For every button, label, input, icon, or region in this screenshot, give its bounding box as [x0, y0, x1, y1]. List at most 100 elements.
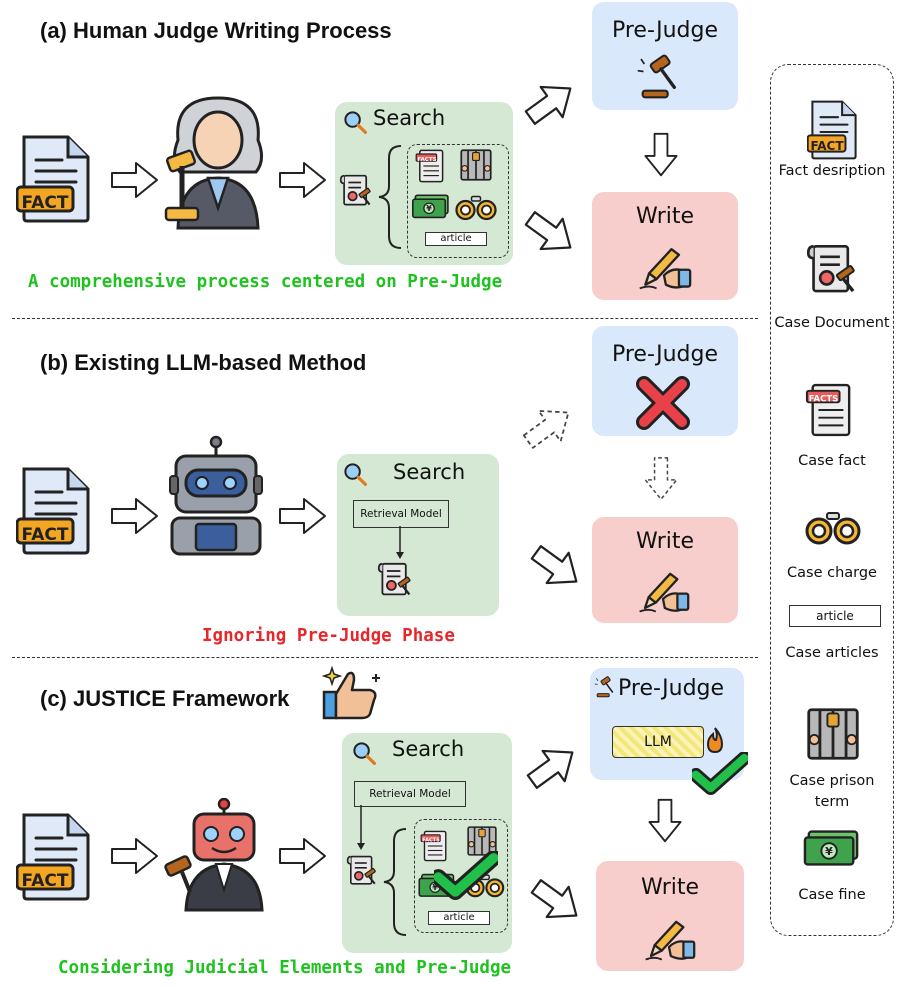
search-box-c: Search Retrieval Model FACTS ¥ article — [342, 733, 512, 953]
case-document-icon — [346, 855, 377, 885]
flow-arrow-up-icon — [519, 736, 586, 799]
handcuffs-icon — [455, 195, 497, 221]
section-a-heading: (a) Human Judge Writing Process — [40, 18, 392, 43]
section-b-caption: Ignoring Pre-Judge Phase — [202, 626, 455, 646]
prejudge-box-c: Pre-Judge LLM — [590, 668, 744, 780]
write-box-c: Write — [596, 861, 744, 971]
section-c-heading: (c) JUSTICE Framework — [40, 686, 290, 711]
flow-line-arrow-icon — [357, 805, 365, 850]
fact-icon-label: FACT — [22, 525, 69, 545]
article-tag: article — [428, 911, 490, 925]
fact-icon-label: FACT — [22, 193, 69, 213]
case-document-icon — [806, 244, 856, 293]
legend-case-document: Case Document — [774, 315, 890, 331]
writing-hand-icon — [638, 248, 692, 290]
section-b-heading: (b) Existing LLM-based Method — [40, 350, 367, 375]
legend-case-fact: Case fact — [798, 453, 866, 469]
flow-line-arrow-icon — [396, 526, 404, 559]
prejudge-label: Pre-Judge — [611, 18, 719, 43]
case-fact-icon: FACTS — [805, 383, 851, 437]
brace-icon — [383, 828, 407, 936]
prejudge-box-a: Pre-Judge — [592, 2, 738, 110]
case-fine-icon: ¥ — [803, 830, 859, 866]
fine-money-icon: ¥ — [418, 873, 455, 897]
cross-icon — [636, 376, 690, 430]
legend-fact-description: Fact desription — [778, 163, 886, 179]
human-judge-icon — [164, 96, 263, 230]
flow-arrow-icon — [111, 162, 158, 198]
flow-arrow-icon — [279, 498, 326, 534]
write-box-a: Write — [592, 192, 738, 300]
fire-icon — [706, 727, 724, 754]
legend-case-charge: Case charge — [787, 565, 877, 581]
section-a-caption: A comprehensive process centered on Pre-… — [28, 272, 503, 292]
search-icon — [343, 110, 367, 134]
fact-document-icon: FACT — [16, 135, 90, 223]
facts-icon-label: FACTS — [422, 838, 440, 844]
legend-case-fine: Case fine — [798, 887, 866, 903]
writing-hand-icon — [638, 572, 690, 613]
checkmark-icon — [692, 752, 748, 796]
prejudge-label: Pre-Judge — [618, 676, 725, 701]
flow-arrow-down-icon — [648, 798, 682, 843]
judicial-elements-group — [407, 144, 509, 258]
robot-judge-icon — [164, 798, 264, 912]
flow-arrow-icon — [279, 162, 326, 198]
retrieval-model-box: Retrieval Model — [353, 500, 449, 528]
yen-icon-label: ¥ — [426, 204, 432, 213]
article-tag: article — [425, 232, 487, 246]
yen-icon-label: ¥ — [825, 845, 833, 858]
section-divider — [12, 657, 758, 658]
legend-case-prison-term: Case prison term — [789, 773, 875, 810]
fine-money-icon: ¥ — [411, 194, 449, 219]
write-label: Write — [640, 875, 700, 900]
facts-icon-label: FACTS — [809, 395, 839, 405]
thumbs-up-icon — [321, 665, 380, 720]
write-label: Write — [635, 529, 695, 554]
prejudge-box-b: Pre-Judge — [592, 326, 738, 436]
dashed-arrow-up-icon — [515, 396, 581, 459]
gavel-icon — [594, 676, 614, 698]
flow-arrow-down-icon — [523, 869, 590, 932]
case-charge-icon — [805, 511, 861, 545]
search-icon — [352, 741, 376, 765]
flow-arrow-down-icon — [644, 132, 678, 177]
search-label: Search — [373, 106, 446, 130]
flow-arrow-icon — [111, 838, 158, 874]
fact-description-icon: FACT — [807, 100, 857, 160]
judicial-elements-group — [414, 819, 508, 933]
writing-hand-icon — [644, 920, 696, 961]
brace-icon — [378, 145, 402, 249]
fact-icon-label: FACT — [22, 871, 69, 891]
case-fact-icon: FACTS — [420, 830, 447, 862]
article-tag: article — [789, 605, 881, 627]
flow-arrow-icon — [279, 838, 326, 874]
case-fact-icon: FACTS — [415, 149, 444, 183]
robot-icon — [169, 435, 263, 556]
case-prison-term-icon — [807, 708, 859, 760]
section-divider — [12, 318, 758, 319]
retrieval-model-box: Retrieval Model — [354, 781, 466, 807]
facts-icon-label: FACTS — [417, 157, 436, 163]
llm-box: LLM — [612, 726, 704, 758]
prejudge-label: Pre-Judge — [611, 342, 719, 367]
flow-arrow-icon — [111, 498, 158, 534]
legend-case-articles: Case articles — [785, 645, 879, 661]
fact-document-icon: FACT — [16, 813, 90, 901]
flow-arrow-up-icon — [517, 72, 584, 135]
legend-panel: FACT Fact desription Case Document FACTS… — [770, 64, 894, 936]
write-box-b: Write — [592, 517, 738, 623]
prison-term-icon — [460, 149, 492, 181]
search-icon — [343, 462, 367, 486]
fact-icon-label: FACT — [810, 139, 844, 153]
fact-document-icon: FACT — [16, 467, 90, 555]
yen-icon-label: ¥ — [432, 883, 438, 892]
search-label: Search — [393, 460, 466, 484]
flow-arrow-down-icon — [517, 201, 584, 264]
dashed-arrow-down-icon — [644, 457, 678, 500]
checkmark-icon — [434, 851, 498, 901]
write-label: Write — [635, 204, 695, 229]
section-c-caption: Considering Judicial Elements and Pre-Ju… — [58, 958, 512, 978]
gavel-icon — [636, 54, 676, 99]
